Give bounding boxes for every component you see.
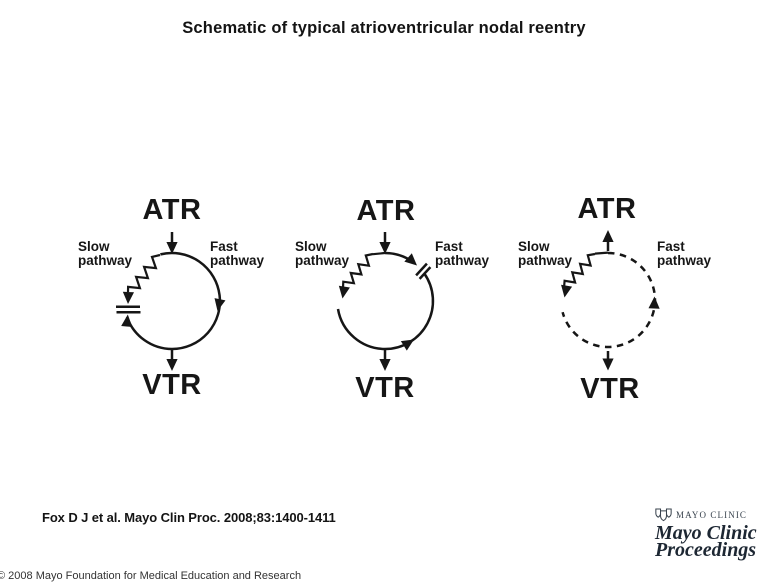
slow-antegrade-arrowhead-icon — [122, 291, 135, 304]
copyright-text: © 2008 Mayo Foundation for Medical Educa… — [0, 570, 302, 582]
retrograde-fast-arrowhead-icon — [648, 296, 660, 309]
fast-pathway-arc — [384, 272, 435, 351]
slow-pathway-label: pathway — [78, 253, 133, 268]
fast-pathway-label: Fast — [435, 239, 463, 254]
journal-logo-line1: Mayo Clinic — [655, 522, 757, 544]
atrial-entry-arrowhead-icon — [379, 242, 391, 254]
fast-pathway-label: pathway — [435, 253, 490, 268]
atrium-label: ATR — [578, 193, 637, 225]
fast-pathway-block-bar-icon — [415, 262, 428, 277]
mayo-clinic-wordmark: MAYO CLINIC — [676, 509, 748, 520]
fast-antegrade-arrowhead-icon — [214, 298, 226, 311]
slow-pathway-label: Slow — [518, 239, 550, 254]
journal-logo: Mayo Clinic Proceedings — [655, 522, 757, 561]
retrograde-fast-arrowhead-icon — [400, 339, 414, 351]
fast-pathway-block-bar-icon — [418, 266, 432, 280]
slow-pathway-label: Slow — [295, 239, 327, 254]
atrial-entry-arrowhead-icon — [166, 242, 178, 254]
zigzag-connector — [372, 251, 386, 256]
atrium-label: ATR — [143, 194, 202, 226]
ventricular-exit-arrowhead-icon — [379, 359, 391, 371]
slow-pathway-zigzag — [126, 253, 161, 293]
slow-antegrade-arrowhead-icon — [338, 285, 350, 299]
ventricular-exit-arrowhead-icon — [602, 358, 614, 371]
journal-logo-line2: Proceedings — [655, 539, 757, 561]
slow-antegrade-arrowhead-icon — [561, 284, 573, 298]
slide-title: Schematic of typical atrioventricular no… — [182, 19, 586, 37]
ventricle-label: VTR — [142, 369, 202, 401]
slow-pathway-label: pathway — [295, 253, 350, 268]
zigzag-connector — [594, 251, 609, 255]
slow-pathway-zigzag — [341, 252, 374, 289]
fast-pathway-label: Fast — [210, 239, 238, 254]
mayo-clinic-wordmark-row: MAYO CLINIC — [655, 507, 757, 522]
lower-left-arc — [125, 316, 173, 351]
diagram-sinus-conduction: ATR VTR Slow pathway Fast pathway — [78, 194, 265, 401]
atrial-exit-arrowhead-icon — [602, 230, 614, 242]
retrograde-collision-arrowhead-icon — [121, 314, 133, 327]
slow-pathway-label: pathway — [518, 253, 573, 268]
reentry-loop-dashed-arc — [561, 251, 657, 349]
fast-antegrade-arrowhead-icon — [404, 253, 417, 266]
citation-text: Fox D J et al. Mayo Clin Proc. 2008;83:1… — [42, 510, 336, 525]
branding-block: MAYO CLINIC Mayo Clinic Proceedings — [655, 507, 757, 561]
diagram-fast-pathway-block: ATR VTR Slow pathway Fast pathway — [295, 195, 490, 404]
fast-pathway-arc — [160, 251, 222, 351]
slow-pathway-label: Slow — [78, 239, 110, 254]
lower-left-arc — [336, 308, 386, 351]
diagram-reentry-circuit: ATR VTR Slow pathway Fast pathway — [518, 193, 712, 405]
ventricle-label: VTR — [355, 372, 415, 404]
fast-pathway-label: Fast — [657, 239, 685, 254]
atrium-label: ATR — [357, 195, 416, 227]
slow-pathway-zigzag — [562, 252, 596, 289]
ventricular-exit-arrowhead-icon — [166, 359, 178, 371]
mayo-triple-shield-icon — [655, 508, 672, 521]
fast-pathway-label: pathway — [210, 253, 265, 268]
fast-pathway-label: pathway — [657, 253, 712, 268]
ventricle-label: VTR — [580, 373, 640, 405]
